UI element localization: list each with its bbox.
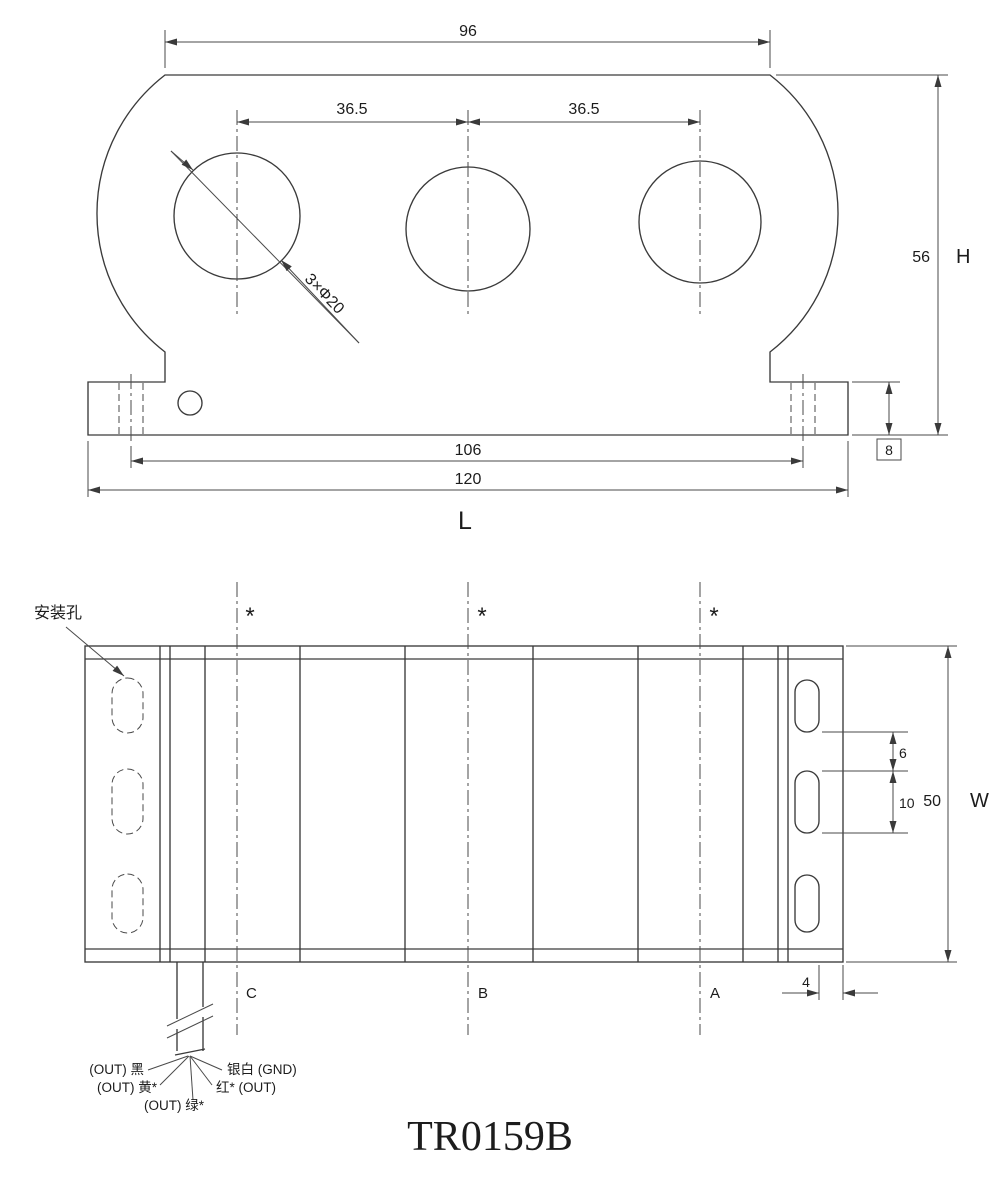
wire-green-label: (OUT) 绿* [144,1098,205,1113]
mounting-slots-hidden [111,677,144,934]
wire-yellow-label: (OUT) 黄* [97,1080,158,1095]
mounting-slots-visible [794,679,820,933]
front-view: 96 36.5 36.5 3×Φ20 56 H [87,23,970,535]
dim-10-text: 10 [899,795,915,811]
wire-black-label: (OUT) 黑 [89,1062,144,1077]
dimension-106: 106 [130,442,804,468]
dimension-56: 56 H [776,74,970,436]
divider-lines [159,646,789,962]
dim-120-text: 120 [455,471,482,488]
label-w-text: W [970,790,989,812]
star-b: * [477,603,486,630]
hole-right [638,160,762,284]
star-a: * [709,603,718,630]
dim-56-text: 56 [912,249,930,266]
hole-callout: 3×Φ20 [170,150,360,344]
wire-labels: (OUT) 黑 银白 (GND) (OUT) 黄* 红* (OUT) (OUT)… [89,1062,297,1113]
foot-hidden-lines [118,374,816,444]
dimension-50: 50 W [846,645,989,963]
wire-leaders [147,1055,223,1101]
body-outline [87,74,849,436]
dim-4-text: 4 [802,974,810,990]
dim-36-5-right-text: 36.5 [568,101,599,118]
section-label-c: C [246,985,257,1002]
drawing-title: TR0159B [407,1114,573,1160]
wire-red-label: 红* (OUT) [216,1080,276,1095]
section-centerlines: * * * C B A [236,582,720,1035]
dim-6-text: 6 [899,745,907,761]
dimension-120: 120 L [87,441,849,535]
dimension-8: 8 [852,381,902,461]
wire-silver-label: 银白 (GND) [227,1062,297,1077]
mounting-hole-label: 安装孔 [34,604,82,622]
mounting-hole-callout: 安装孔 [34,604,125,677]
plan-outline [84,645,844,963]
hole-callout-text: 3×Φ20 [301,271,347,318]
dim-96-text: 96 [459,23,477,40]
dimension-6-10: 6 10 [822,731,915,834]
label-l-text: L [458,507,472,535]
dim-8-text: 8 [885,442,893,458]
dimension-4: 4 [782,965,878,1000]
label-h-text: H [956,246,970,268]
dim-50-text: 50 [923,793,941,810]
dim-106-text: 106 [455,442,482,459]
plan-view: * * * C B A 安装孔 [34,582,989,1113]
small-hole [177,390,203,416]
section-label-a: A [710,985,720,1002]
dim-36-5-left-text: 36.5 [336,101,367,118]
dimension-36-5: 36.5 36.5 [237,101,700,126]
wire-tail [166,962,214,1056]
dimension-96: 96 [164,23,771,68]
section-label-b: B [478,985,488,1002]
star-c: * [245,603,254,630]
